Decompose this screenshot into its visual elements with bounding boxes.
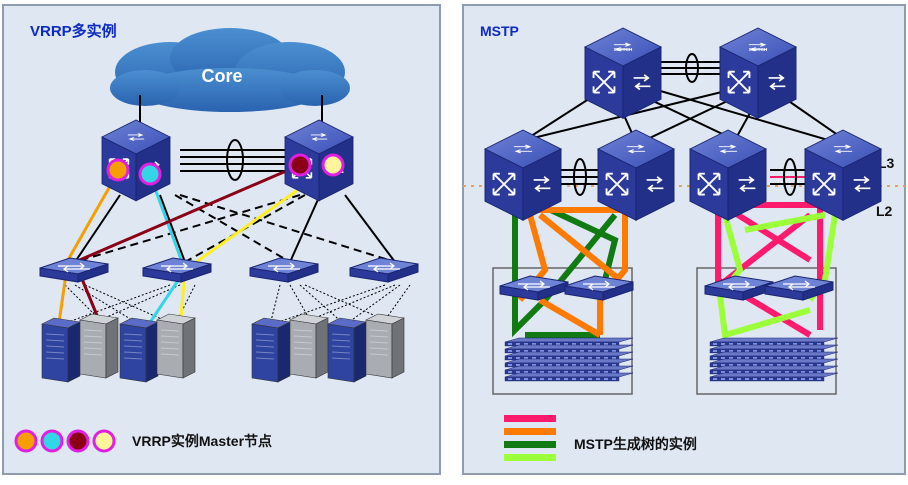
r-access-switch-4 [764,275,834,301]
legend-swatch-green [504,441,556,448]
core-switch-top-left: SWITCH [583,27,663,120]
dist-switch-2 [596,129,676,222]
eth-trunk-ring-top [685,53,699,83]
legend-master-marker [40,429,64,453]
core-access-links [74,194,396,263]
mstp-legend-swatches [504,415,556,461]
dist-switch-1 [483,129,563,222]
server-2 [79,313,119,379]
switch-label: SWITCH [614,47,633,53]
vrrp-master-marker [321,153,345,177]
access-switch-2 [142,257,212,283]
layer3-label: L3 [878,155,895,171]
switch-label: SWITCH [749,47,768,53]
server-8 [365,313,405,379]
left-legend-label: VRRP实例Master节点 [132,433,272,449]
dist-switch-4 [803,129,883,222]
eth-trunk-ring-dist-right [783,158,797,196]
server-rack-left [504,337,634,382]
vrrp-master-marker [106,158,130,182]
legend-swatch-magenta [504,415,556,422]
dist-trunk-right [770,169,810,185]
access-group-box-left [492,267,633,395]
legend-master-marker [92,429,116,453]
vrrp-master-marker [138,162,162,186]
core-cloud [110,28,350,112]
legend-swatch-orange [504,428,556,435]
legend-master-marker [14,429,38,453]
server-3 [119,317,159,383]
top-trunk [655,61,730,75]
server-rack-right [709,337,839,382]
legend-master-marker [66,429,90,453]
right-panel-title: MSTP [480,23,519,39]
right-legend-label: MSTP生成树的实例 [574,436,697,452]
vrrp-master-marker [288,153,312,177]
dist-trunk-left [560,169,600,185]
legend-swatch-lightgreen [504,454,556,461]
access-switch-1 [39,257,109,283]
layer2-label: L2 [876,203,893,219]
right-panel [462,4,906,475]
r-access-switch-2 [564,275,634,301]
eth-trunk-ring-left [226,139,244,181]
server-4 [156,313,196,379]
r-access-switch-3 [704,275,774,301]
core-cloud-label: Core [201,66,242,86]
eth-trunk-ring-dist-left [573,158,587,196]
server-1 [41,317,81,383]
core-trunk-left [180,149,285,172]
server-6 [289,313,329,379]
access-switch-3 [249,257,319,283]
core-switch-left [101,119,171,202]
access-switch-4 [349,257,419,283]
dist-switch-3 [688,129,768,222]
server-5 [251,317,291,383]
core-switch-top-right: SWITCH [718,27,798,120]
server-7 [327,317,367,383]
access-group-box-right [696,267,837,395]
left-panel-title: VRRP多实例 [30,22,117,40]
